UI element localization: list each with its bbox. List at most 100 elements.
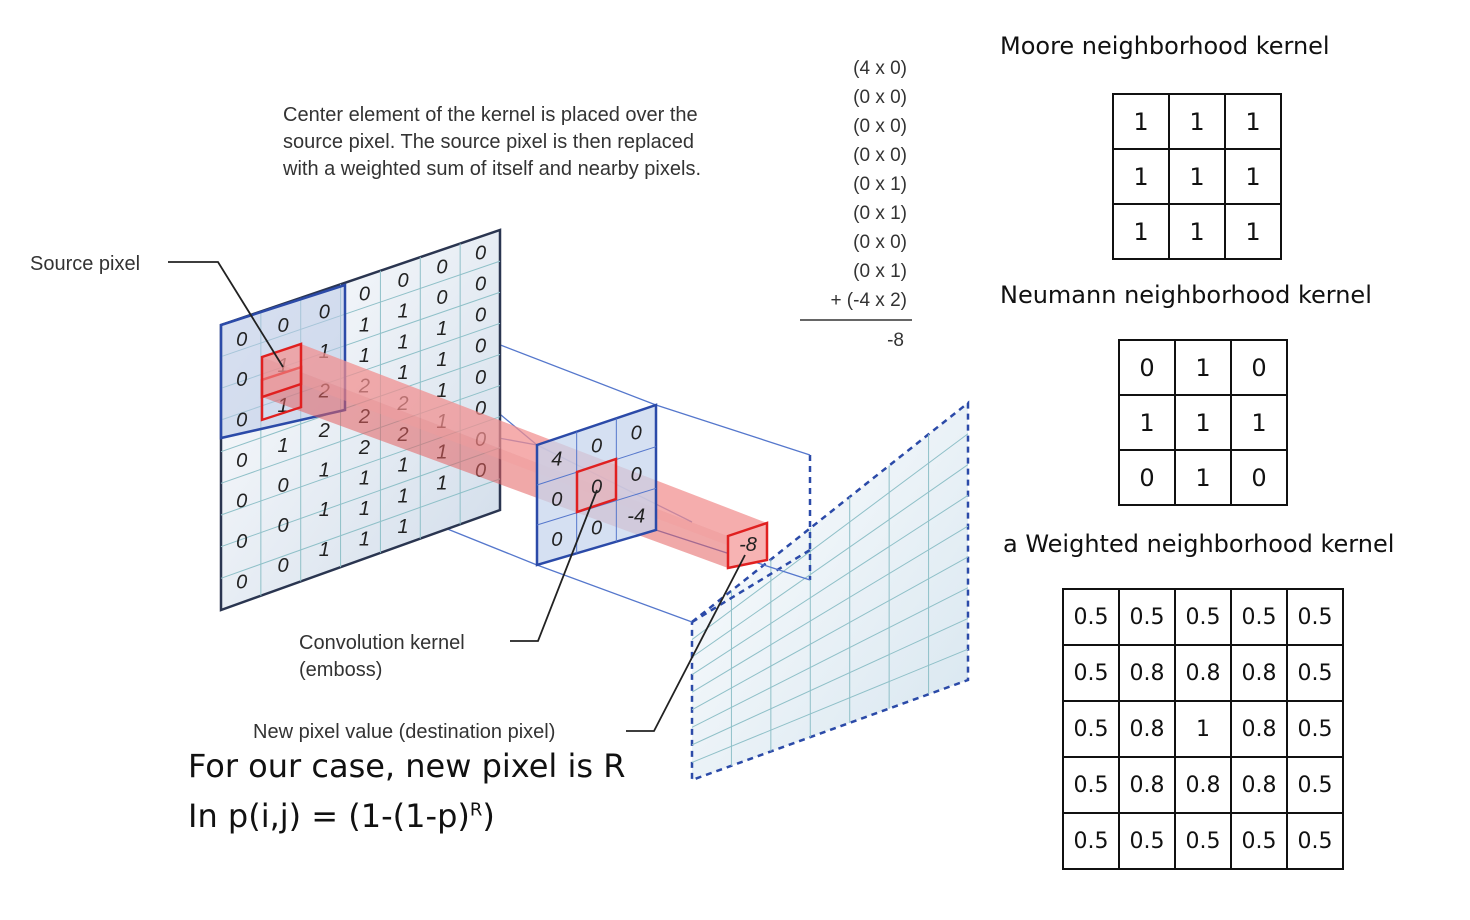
calculation-term: (0 x 0): [853, 87, 907, 108]
grid-cell-value: 1: [359, 529, 370, 551]
kernel-cell: 1: [1168, 203, 1226, 260]
formula-suffix: ): [482, 797, 495, 835]
kernel-cell: 1: [1174, 394, 1232, 451]
kernel-cell: 1: [1112, 203, 1170, 260]
grid-cell-value: 1: [359, 498, 370, 520]
grid-cell-value: 4: [551, 449, 562, 471]
grid-cell-value: 0: [236, 491, 247, 513]
convolution-kernel-label: Convolution kernel: [299, 632, 465, 654]
kernel-cell: 0.8: [1174, 644, 1232, 702]
grid-cell-value: 1: [436, 380, 447, 402]
calculation-term: (4 x 0): [853, 58, 907, 79]
grid-cell-value: 1: [398, 485, 409, 507]
kernel-cell: 0.5: [1286, 812, 1344, 870]
grid-cell-value: 0: [436, 256, 447, 278]
grid-cell-value: 0: [475, 367, 486, 389]
kernel-cell: 0.8: [1230, 756, 1288, 814]
grid-cell-value: 1: [319, 539, 330, 561]
grid-cell-value: 0: [631, 423, 642, 445]
kernel-cell: 0.5: [1062, 700, 1120, 758]
grid-cell-value: 0: [398, 270, 409, 292]
formula-prefix: In p(i,j) = (1-(1-p): [188, 797, 470, 835]
kernel-cell: 1: [1168, 148, 1226, 205]
caption-line-1: Center element of the kernel is placed o…: [283, 104, 698, 126]
kernel-cell: 1: [1174, 700, 1232, 758]
kernel-cell: 0.8: [1230, 644, 1288, 702]
kernel-cell: 1: [1112, 93, 1170, 150]
grid-cell-value: 0: [277, 555, 288, 577]
grid-cell-value: 1: [277, 435, 288, 457]
grid-cell-value: 1: [398, 301, 409, 323]
grid-cell-value: 0: [277, 475, 288, 497]
kernel-cell: 0.8: [1118, 700, 1176, 758]
kernel-cell: 0.5: [1286, 756, 1344, 814]
destination-grid: [690, 400, 970, 782]
grid-cell-value: 1: [436, 473, 447, 495]
grid-cell-value: 0: [475, 336, 486, 358]
grid-cell-value: 0: [591, 476, 602, 498]
grid-cell-value: 2: [358, 437, 370, 459]
grid-cell-value: 0: [236, 329, 247, 351]
grid-cell-value: 0: [551, 529, 562, 551]
source-pixel-leader: [168, 261, 284, 368]
kernel-cell: 0.5: [1118, 588, 1176, 646]
source-pixel-box: [260, 342, 303, 399]
emboss-label: (emboss): [299, 659, 382, 681]
kernel-cell: 1: [1118, 394, 1176, 451]
grid-cell-value: 0: [277, 515, 288, 537]
calculation-term: (0 x 0): [853, 145, 907, 166]
grid-cell-value: 0: [631, 464, 642, 486]
kernel-cell: 0.5: [1230, 588, 1288, 646]
kernel-cell: 0.5: [1118, 812, 1176, 870]
kernel-cell: 0.5: [1286, 644, 1344, 702]
kernel-cell: 0.8: [1174, 756, 1232, 814]
kernel-cell: 0: [1118, 339, 1176, 396]
kernel-cell: 0.5: [1062, 588, 1120, 646]
kernel-cell: 0.5: [1174, 812, 1232, 870]
grid-cell-value: 1: [398, 516, 409, 538]
grid-cell-value: 0: [359, 284, 370, 306]
kernel-cell: 0: [1118, 449, 1176, 506]
kernel-cell: 0.5: [1230, 812, 1288, 870]
kernel-cell: 1: [1224, 203, 1282, 260]
grid-cell-value: 0: [436, 287, 447, 309]
grid-cell-value: 0: [551, 489, 562, 511]
kernel-cell: 1: [1224, 148, 1282, 205]
grid-cell-value: 0: [236, 410, 247, 432]
grid-cell-value: 1: [436, 318, 447, 340]
caption-line-3: with a weighted sum of itself and nearby…: [282, 158, 701, 180]
kernel-cell: 1: [1174, 449, 1232, 506]
grid-cell-value: 0: [591, 517, 602, 539]
convolution-diagram: Center element of the kernel is placed o…: [30, 58, 970, 782]
calculation-term: (0 x 0): [853, 116, 907, 137]
grid-cell-value: 1: [359, 314, 370, 336]
destination-value: -8: [739, 534, 757, 556]
weighted-kernel-title: a Weighted neighborhood kernel: [1003, 530, 1395, 558]
neumann-kernel-title: Neumann neighborhood kernel: [1000, 281, 1372, 309]
kernel-center-highlight: [575, 457, 618, 514]
grid-cell-value: 0: [236, 572, 247, 594]
grid-cell-value: 2: [318, 420, 330, 442]
source-pixel-label: Source pixel: [30, 253, 140, 275]
calculation-term: (0 x 1): [853, 174, 907, 195]
kernel-cell: 1: [1168, 93, 1226, 150]
kernel-cell: 0.8: [1118, 644, 1176, 702]
grid-cell-value: 0: [591, 436, 602, 458]
grid-cell-value: 0: [475, 305, 486, 327]
bottom-line-2: In p(i,j) = (1-(1-p)R): [188, 797, 495, 835]
grid-cell-value: 1: [277, 395, 288, 417]
grid-cell-value: 1: [398, 455, 409, 477]
calculation-term: + (-4 x 2): [830, 290, 907, 311]
destination-leader: [626, 554, 746, 732]
kernel-cell: 0.5: [1174, 588, 1232, 646]
caption-line-2: source pixel. The source pixel is then r…: [283, 131, 694, 153]
bottom-line-1: For our case, new pixel is R: [188, 747, 626, 785]
grid-cell-value: 1: [436, 349, 447, 371]
kernel-cell: 0: [1230, 449, 1288, 506]
grid-cell-value: 0: [475, 398, 486, 420]
grid-cell-value: 0: [319, 302, 330, 324]
kernel-cell: 0.5: [1286, 700, 1344, 758]
moore-kernel-title: Moore neighborhood kernel: [1000, 32, 1330, 60]
